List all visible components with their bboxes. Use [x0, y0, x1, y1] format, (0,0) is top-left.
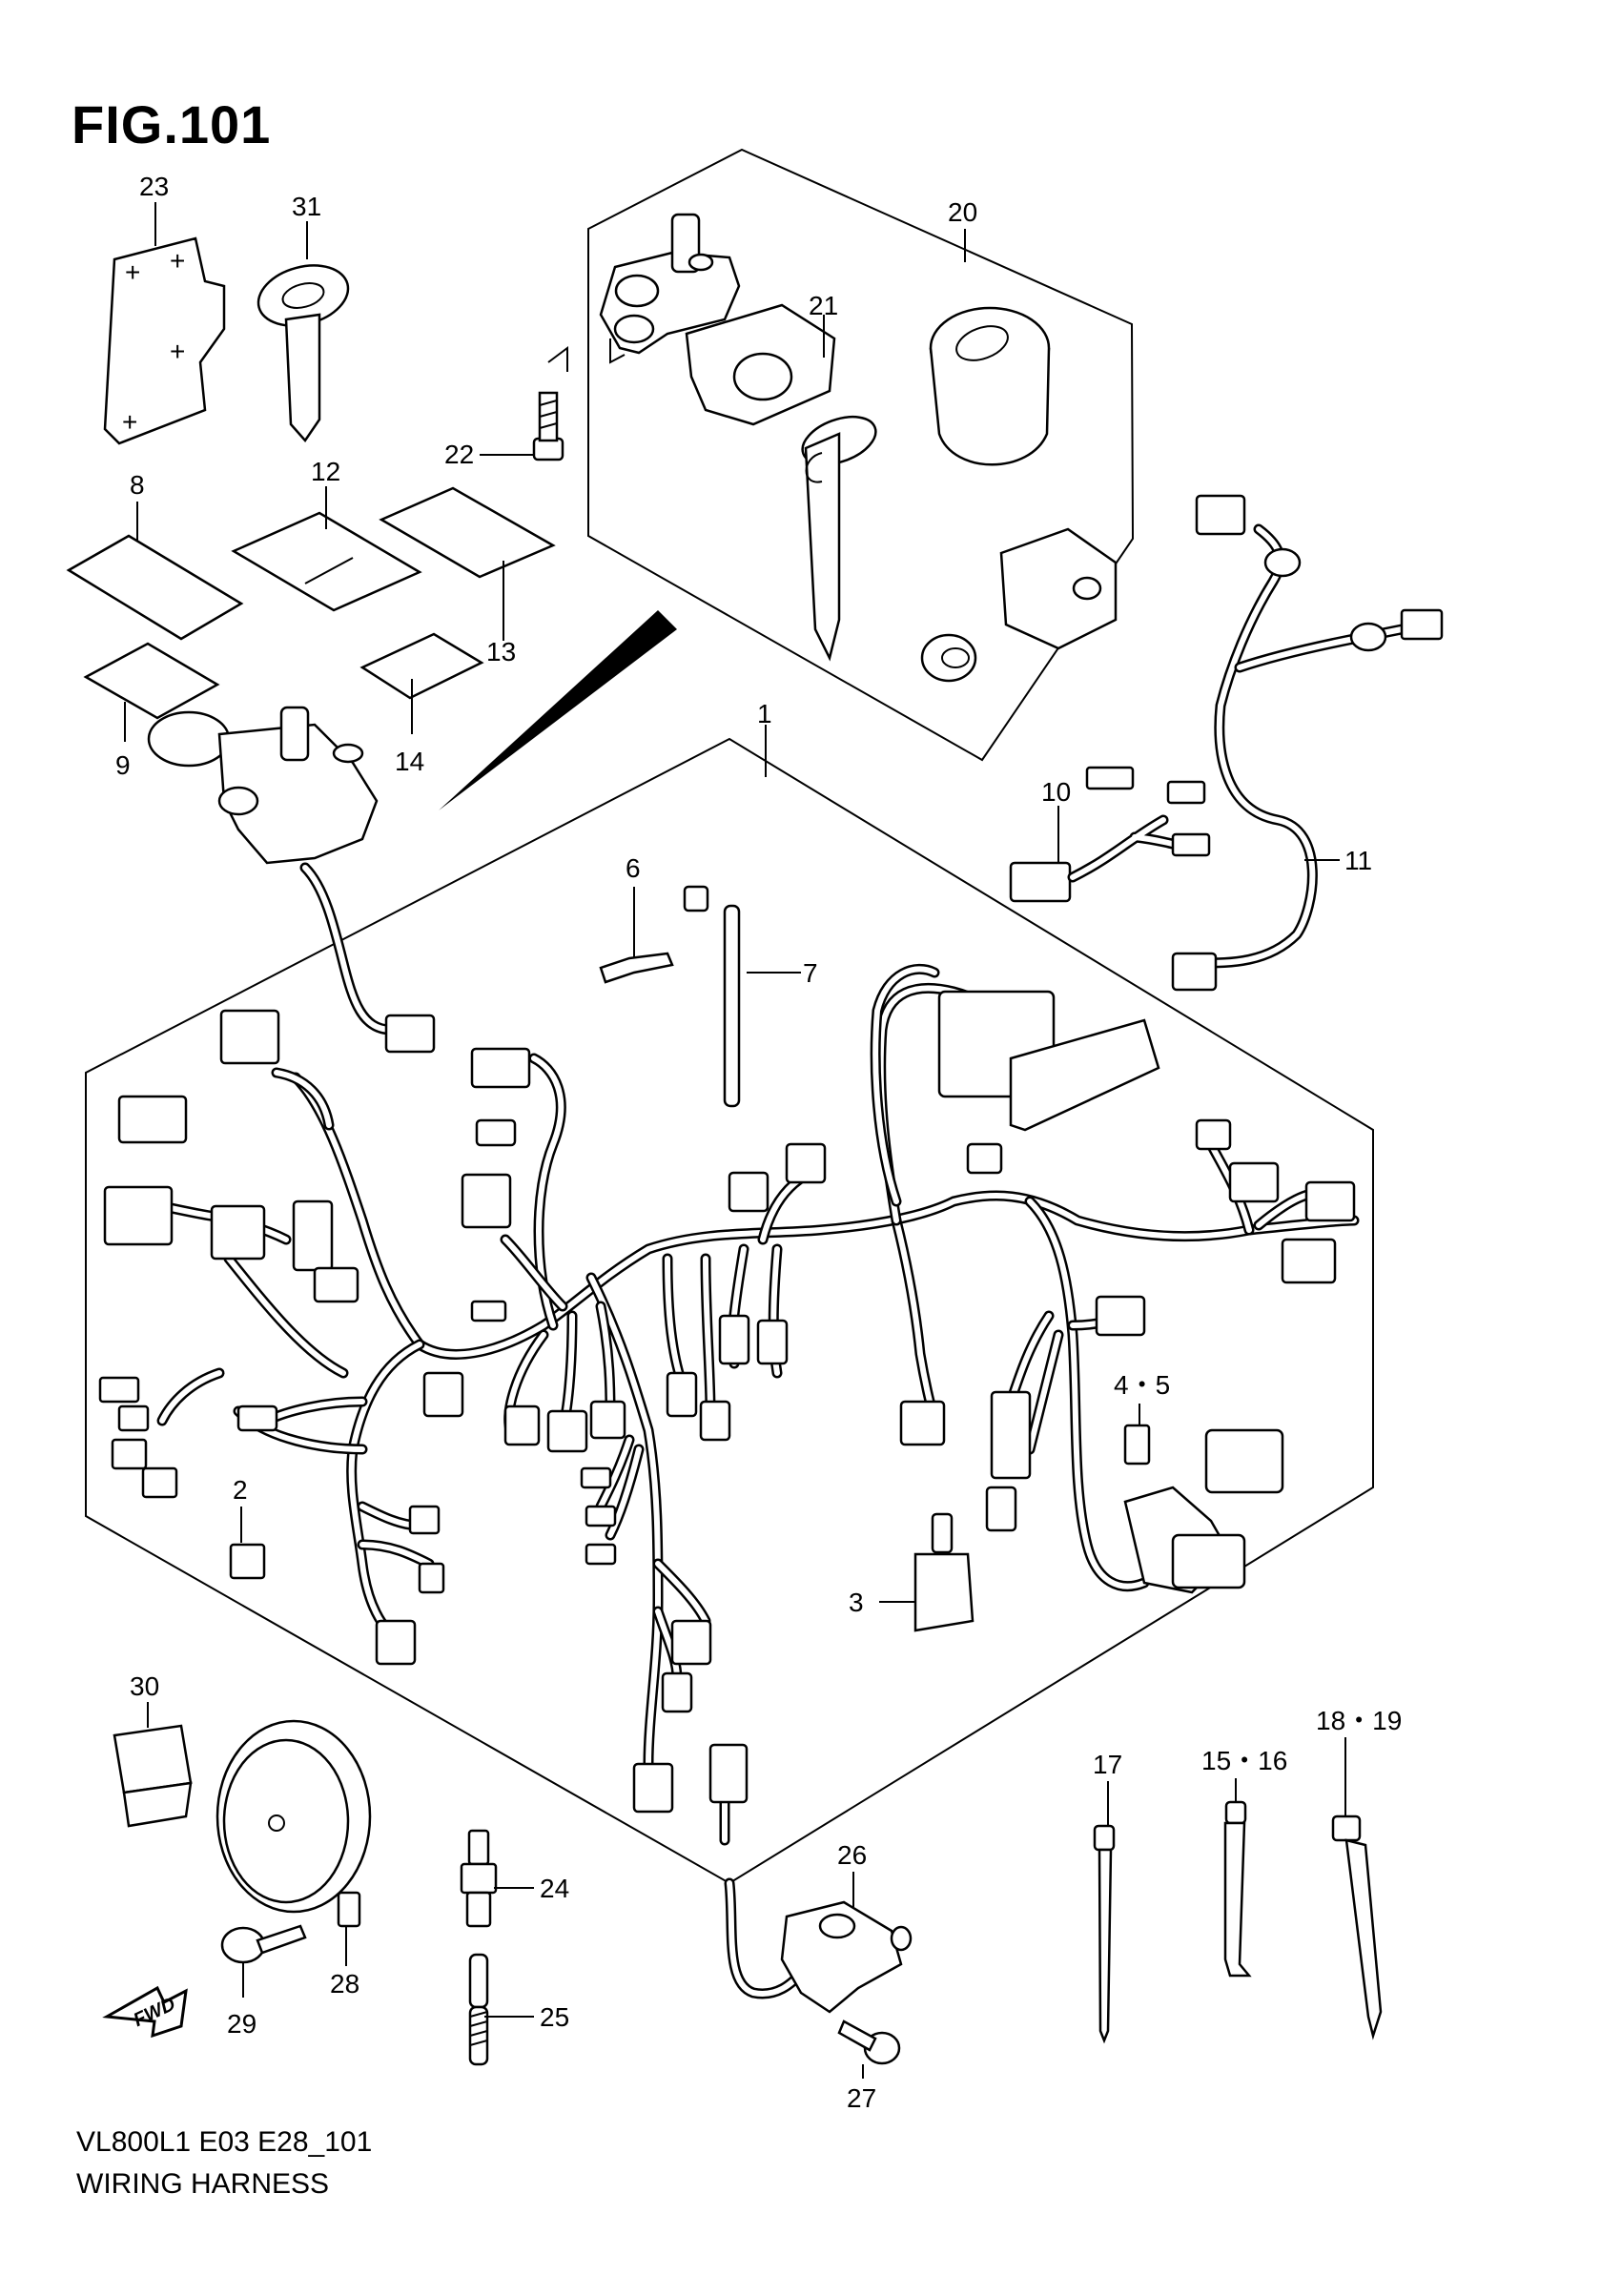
cable-tie-18-19 — [1331, 1814, 1383, 2040]
callout-2: 2 — [233, 1475, 248, 1505]
callout-25: 25 — [540, 2002, 569, 2032]
spring-25 — [468, 1953, 489, 2066]
ignition-switch-20-set — [599, 213, 1118, 683]
fuse-4-5 — [1123, 1424, 1284, 1594]
cable-tie-15-16 — [1223, 1800, 1252, 1978]
callout-28: 28 — [330, 1969, 359, 1999]
callout-10: 10 — [1041, 777, 1071, 807]
svg-text:+: + — [122, 407, 137, 437]
ecu-unit — [870, 963, 1160, 1207]
bolt-27 — [837, 2019, 901, 2065]
callout-8: 8 — [130, 470, 145, 500]
decal-14 — [359, 632, 484, 700]
decal-12-line — [304, 557, 354, 584]
figure-title: FIG.101 — [72, 94, 272, 154]
sub-harness-11 — [1171, 494, 1444, 992]
callout-29: 29 — [227, 2009, 256, 2039]
decal-12 — [231, 511, 422, 612]
cable-tie-7 — [683, 885, 741, 1108]
callout-6: 6 — [626, 853, 641, 883]
callout-12: 12 — [311, 457, 340, 486]
svg-text:+: + — [170, 246, 185, 276]
sensor-26 — [724, 1877, 913, 2014]
callout-14: 14 — [395, 747, 424, 776]
ignition-switch-set-box — [587, 148, 1135, 762]
callout-26: 26 — [837, 1840, 867, 1870]
callout-4-5: 4・5 — [1114, 1370, 1170, 1400]
svg-text:+: + — [125, 257, 140, 287]
clip-6 — [599, 952, 674, 984]
callout-20: 20 — [948, 197, 977, 227]
callout-labels: 23 31 20 21 22 8 12 13 14 9 1 10 11 6 7 … — [115, 172, 1402, 2113]
key-31-hole — [281, 282, 325, 309]
callout-23: 23 — [139, 172, 169, 201]
callout-1: 1 — [757, 699, 772, 728]
figure-footer: VL800L1 E03 E28_101 WIRING HARNESS — [76, 2122, 372, 2205]
model-code: VL800L1 E03 E28_101 — [76, 2126, 373, 2158]
cable-tie-17 — [1093, 1824, 1116, 2044]
decal-13 — [379, 486, 556, 579]
bracket-plate-23 — [103, 236, 226, 445]
callout-27: 27 — [847, 2083, 876, 2113]
relay-30 — [113, 1724, 193, 1828]
fwd-arrow-icon: FWD — [102, 1985, 188, 2039]
callout-3: 3 — [849, 1588, 864, 1617]
sub-harness-10 — [1009, 766, 1211, 903]
callout-22: 22 — [444, 440, 474, 469]
part-2 — [229, 1543, 266, 1580]
switch-24 — [460, 1829, 498, 1928]
screw-22-head — [532, 437, 564, 461]
steering-switch-9 — [147, 706, 436, 1054]
decal-8 — [66, 534, 244, 641]
harness-connectors — [98, 1009, 1356, 1814]
leader-lines — [124, 202, 1346, 2079]
bolt-29 — [220, 1924, 307, 1964]
callout-11: 11 — [1344, 846, 1372, 875]
callout-24: 24 — [540, 1874, 569, 1903]
main-wiring-harness-1 — [109, 982, 1360, 1846]
callout-18-19: 18・19 — [1316, 1706, 1402, 1735]
callout-30: 30 — [130, 1671, 159, 1701]
figure-caption: WIRING HARNESS — [76, 2168, 330, 2200]
callout-31: 31 — [292, 192, 321, 221]
main-harness-box — [85, 737, 1374, 1885]
callout-21: 21 — [809, 291, 838, 320]
screw-22-guide-marks — [547, 338, 626, 372]
callout-17: 17 — [1093, 1750, 1122, 1779]
decal-9 — [83, 642, 220, 720]
callout-13: 13 — [486, 637, 516, 666]
key-31-blade — [284, 313, 321, 443]
direction-wedge — [439, 610, 677, 810]
horn-28 — [215, 1719, 372, 1928]
callout-15-16: 15・16 — [1201, 1746, 1287, 1775]
callout-7: 7 — [803, 958, 818, 988]
callout-9: 9 — [115, 750, 131, 780]
part-3 — [913, 1512, 975, 1632]
screw-22-thread — [539, 400, 558, 429]
svg-text:+: + — [170, 337, 185, 366]
